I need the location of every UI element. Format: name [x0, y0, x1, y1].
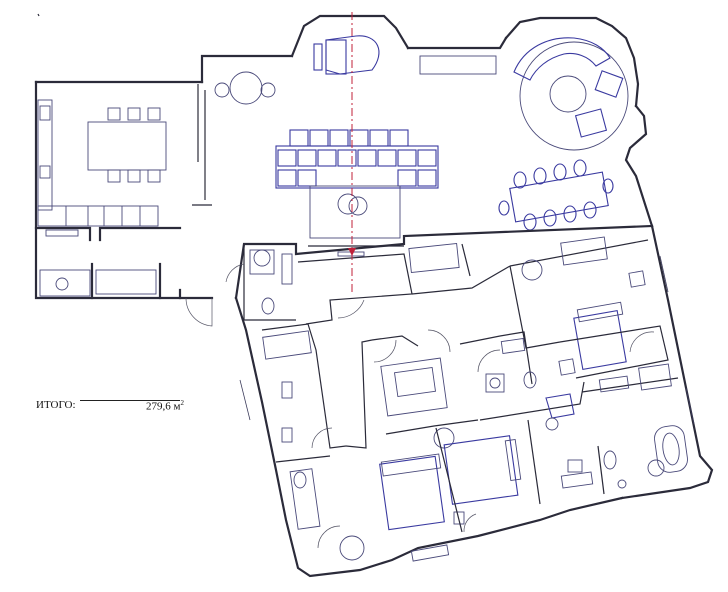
- total-area-unit-exponent: 2: [180, 399, 184, 407]
- living-room: [214, 14, 508, 257]
- sofa-modules: [277, 129, 437, 187]
- total-underline: [80, 400, 180, 401]
- total-label: ИТОГО:: [36, 399, 76, 411]
- round-salon: [498, 16, 654, 231]
- axis-arrow: [348, 248, 356, 256]
- bedroom-wing: [225, 224, 714, 578]
- total-area-value: 279,6 м2: [146, 399, 184, 413]
- kitchen-block: [34, 54, 294, 327]
- total-area-number: 279,6 м: [146, 400, 181, 413]
